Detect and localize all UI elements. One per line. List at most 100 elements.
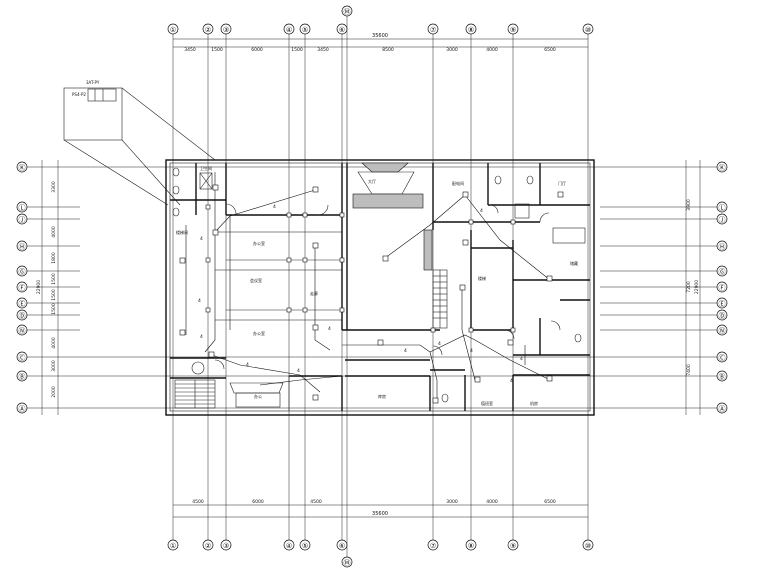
svg-text:Ⓓ: Ⓓ bbox=[19, 312, 26, 320]
wire-number-9: 4 bbox=[510, 378, 513, 384]
axis-bubble-left-n: Ⓝ bbox=[16, 324, 28, 336]
left-dim-5: 1500 bbox=[51, 289, 57, 301]
wire-number-2: 4 bbox=[198, 298, 201, 304]
axis-bubble-right-f: Ⓕ bbox=[716, 281, 728, 293]
axis-bubble-left-c: Ⓒ bbox=[16, 351, 28, 363]
svg-text:③: ③ bbox=[223, 26, 229, 34]
room-label-15: 机房 bbox=[530, 400, 538, 406]
room-label-4: 办公室 bbox=[253, 330, 265, 336]
svg-text:Ⓙ: Ⓙ bbox=[719, 216, 726, 224]
right-axis-bubbles: Ⓚ Ⓛ Ⓙ Ⓗ Ⓖ Ⓕ Ⓔ Ⓓ Ⓝ Ⓒ Ⓑ Ⓐ bbox=[716, 161, 728, 414]
svg-text:Ⓜ: Ⓜ bbox=[344, 8, 351, 16]
svg-text:Ⓙ: Ⓙ bbox=[19, 216, 26, 224]
left-dim-3: 1800 bbox=[51, 252, 57, 264]
svg-text:⑨: ⑨ bbox=[510, 26, 516, 34]
bottom-dim-1: 4500 bbox=[192, 499, 204, 505]
wire-number-3: 4 bbox=[200, 334, 203, 340]
bottom-dim-2: 6000 bbox=[252, 499, 264, 505]
room-label-10: 配电间 bbox=[452, 180, 464, 186]
axis-bubble-top-5: ⑤ bbox=[299, 23, 311, 35]
svg-text:⑥: ⑥ bbox=[339, 542, 345, 550]
top-dim-1: 3450 bbox=[184, 47, 196, 53]
svg-text:Ⓝ: Ⓝ bbox=[19, 327, 26, 335]
bottom-dim-4: 3000 bbox=[446, 499, 458, 505]
room-labels: 楼梯间 卫生间 办公室 办公室 会议室 走廊 大厅 楼梯 库房 配电间 门厅 储… bbox=[176, 165, 578, 406]
right-dim-2: 7200 bbox=[686, 281, 692, 293]
room-label-12: 储藏 bbox=[570, 260, 578, 266]
axis-bubble-left-d: Ⓓ bbox=[16, 309, 28, 321]
svg-text:⑩: ⑩ bbox=[585, 542, 591, 550]
axis-bubble-left-e: Ⓔ bbox=[16, 297, 28, 309]
right-total-dim: 22900 bbox=[694, 280, 700, 294]
axis-bubble-left-a: Ⓐ bbox=[16, 402, 28, 414]
bottom-dim-6: 6500 bbox=[544, 499, 556, 505]
top-total-dim: 35600 bbox=[372, 33, 388, 39]
top-dim-9: 6500 bbox=[544, 47, 556, 53]
room-label-2: 卫生间 bbox=[200, 165, 212, 171]
svg-text:⑧: ⑧ bbox=[468, 542, 474, 550]
bottom-dimension-line: 4500 6000 4500 3000 4000 6500 35600 bbox=[173, 499, 588, 518]
axis-bubble-right-l: Ⓛ bbox=[716, 201, 728, 213]
axis-bubble-left-k: Ⓚ bbox=[16, 161, 28, 173]
axis-bubble-right-c: Ⓒ bbox=[716, 351, 728, 363]
svg-text:⑤: ⑤ bbox=[302, 26, 308, 34]
wire-number-11: 4 bbox=[480, 208, 483, 214]
top-axis-bubbles: ① ② ③ ④ ⑤ ⑥ Ⓜ ⑦ ⑧ ⑨ ⑩ bbox=[167, 5, 594, 35]
top-dim-5: 3450 bbox=[317, 47, 329, 53]
axis-bubble-top-10: ⑩ bbox=[582, 23, 594, 35]
axis-bubble-right-h: Ⓗ bbox=[716, 240, 728, 252]
detail-label: PS4-P2 bbox=[72, 92, 86, 97]
svg-text:④: ④ bbox=[286, 26, 292, 34]
axis-bubble-bottom-10: ⑩ bbox=[582, 539, 594, 551]
bottom-total-dim: 35600 bbox=[372, 511, 388, 517]
svg-text:Ⓔ: Ⓔ bbox=[719, 300, 726, 308]
wire-numbers: 4 4 4 4 4 4 4 4 4 4 4 4 4 bbox=[198, 204, 523, 384]
axis-bubble-left-l: Ⓛ bbox=[16, 201, 28, 213]
detail-inset: 3AT-PY PS4-P2 bbox=[63, 80, 216, 206]
svg-text:⑦: ⑦ bbox=[430, 542, 436, 550]
svg-text:⑦: ⑦ bbox=[430, 26, 436, 34]
svg-text:Ⓐ: Ⓐ bbox=[719, 405, 726, 413]
svg-text:Ⓓ: Ⓓ bbox=[719, 312, 726, 320]
svg-text:⑥: ⑥ bbox=[339, 26, 345, 34]
axis-bubble-bottom-m: Ⓜ bbox=[341, 556, 353, 568]
left-dim-7: 4000 bbox=[51, 337, 57, 349]
top-dim-7: 3000 bbox=[446, 47, 458, 53]
left-axis-bubbles: Ⓚ Ⓛ Ⓙ Ⓗ Ⓖ Ⓕ Ⓔ Ⓓ Ⓝ Ⓒ Ⓑ Ⓐ bbox=[16, 161, 28, 414]
svg-text:①: ① bbox=[170, 542, 176, 550]
wire-number-7: 4 bbox=[438, 341, 441, 347]
left-total-dim: 22900 bbox=[36, 280, 42, 294]
axis-bubble-left-h: Ⓗ bbox=[16, 240, 28, 252]
svg-text:⑩: ⑩ bbox=[585, 26, 591, 34]
axis-bubble-top-m: Ⓜ bbox=[341, 5, 353, 17]
left-dim-8: 3000 bbox=[51, 360, 57, 372]
top-dim-8: 4000 bbox=[486, 47, 498, 53]
top-dim-6: 8500 bbox=[382, 47, 394, 53]
room-label-1: 楼梯间 bbox=[176, 229, 188, 235]
axis-bubble-right-g: Ⓖ bbox=[716, 265, 728, 277]
svg-text:Ⓔ: Ⓔ bbox=[19, 300, 26, 308]
right-dimension-line: 3900 7200 7400 22900 bbox=[685, 160, 701, 415]
fixtures bbox=[172, 167, 586, 403]
svg-text:②: ② bbox=[205, 26, 211, 34]
top-dimension-line: 35600 3450 1500 6000 1500 3450 8500 3000… bbox=[173, 33, 588, 53]
left-dim-1: 3300 bbox=[51, 181, 57, 193]
svg-text:Ⓕ: Ⓕ bbox=[19, 284, 26, 292]
left-dim-2: 4000 bbox=[51, 226, 57, 238]
wire-number-8: 4 bbox=[520, 356, 523, 362]
axis-bubble-left-f: Ⓕ bbox=[16, 281, 28, 293]
svg-text:Ⓝ: Ⓝ bbox=[719, 327, 726, 335]
bottom-dim-3: 4500 bbox=[310, 499, 322, 505]
svg-text:⑤: ⑤ bbox=[302, 542, 308, 550]
svg-text:Ⓒ: Ⓒ bbox=[719, 354, 726, 362]
svg-text:Ⓐ: Ⓐ bbox=[19, 405, 26, 413]
axis-bubble-top-7: ⑦ bbox=[427, 23, 439, 35]
axis-bubble-top-3: ③ bbox=[220, 23, 232, 35]
columns bbox=[205, 204, 516, 333]
axis-bubble-bottom-1: ① bbox=[167, 539, 179, 551]
svg-text:Ⓕ: Ⓕ bbox=[719, 284, 726, 292]
wiring bbox=[185, 172, 551, 400]
svg-text:Ⓛ: Ⓛ bbox=[719, 204, 726, 212]
svg-text:Ⓛ: Ⓛ bbox=[19, 204, 26, 212]
axis-bubble-bottom-6: ⑥ bbox=[336, 539, 348, 551]
